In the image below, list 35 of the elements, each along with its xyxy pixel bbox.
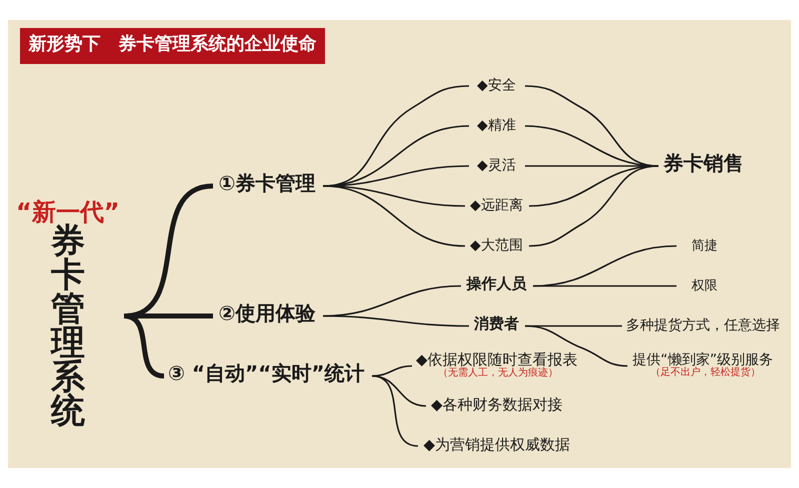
node-text: 提供“懒到家”级别服务 （足不出户，轻松提货）	[632, 352, 774, 378]
node-text: ◆大范围	[470, 238, 523, 254]
connector	[532, 245, 677, 287]
node-text: 多种提货方式，任意选择	[626, 318, 780, 334]
connector	[372, 375, 426, 407]
node-text: 操作人员	[466, 274, 526, 292]
node-text: ◆依据权限随时查看报表 （无需人工，无人为痕迹）	[416, 350, 578, 378]
connector	[533, 285, 676, 287]
connector	[525, 165, 658, 167]
node-text: ◆远距离	[470, 198, 523, 214]
connector	[524, 125, 659, 167]
node-text: ◆精准	[477, 118, 516, 134]
connector	[322, 315, 470, 327]
connector	[372, 375, 418, 447]
connector	[372, 365, 412, 377]
node-text: ◆灵活	[477, 158, 516, 174]
node-text: ③ “自动”“实时”统计	[168, 361, 364, 385]
node-text: ①券卡管理	[218, 171, 316, 195]
node-text: ◆安全	[477, 78, 516, 94]
connector	[524, 85, 659, 167]
connector	[524, 325, 628, 367]
node-text: “新一代” 券卡管理系统	[16, 198, 120, 432]
node-text: ◆为营销提供权威数据	[424, 436, 570, 454]
node-text: 券卡销售	[664, 151, 744, 175]
connector	[322, 185, 466, 247]
connector	[528, 165, 659, 247]
connector	[525, 325, 622, 327]
node-text: 简捷	[692, 238, 718, 254]
node-text: ◆各种财务数据对接	[431, 396, 563, 414]
connector	[322, 185, 466, 207]
connector	[528, 165, 659, 207]
diagram-title: 新形势下 券卡管理系统的企业使命	[28, 33, 316, 54]
node-text: 权限	[692, 278, 718, 294]
node-text: ②使用体验	[218, 301, 316, 325]
node-text: 消费者	[474, 314, 519, 332]
